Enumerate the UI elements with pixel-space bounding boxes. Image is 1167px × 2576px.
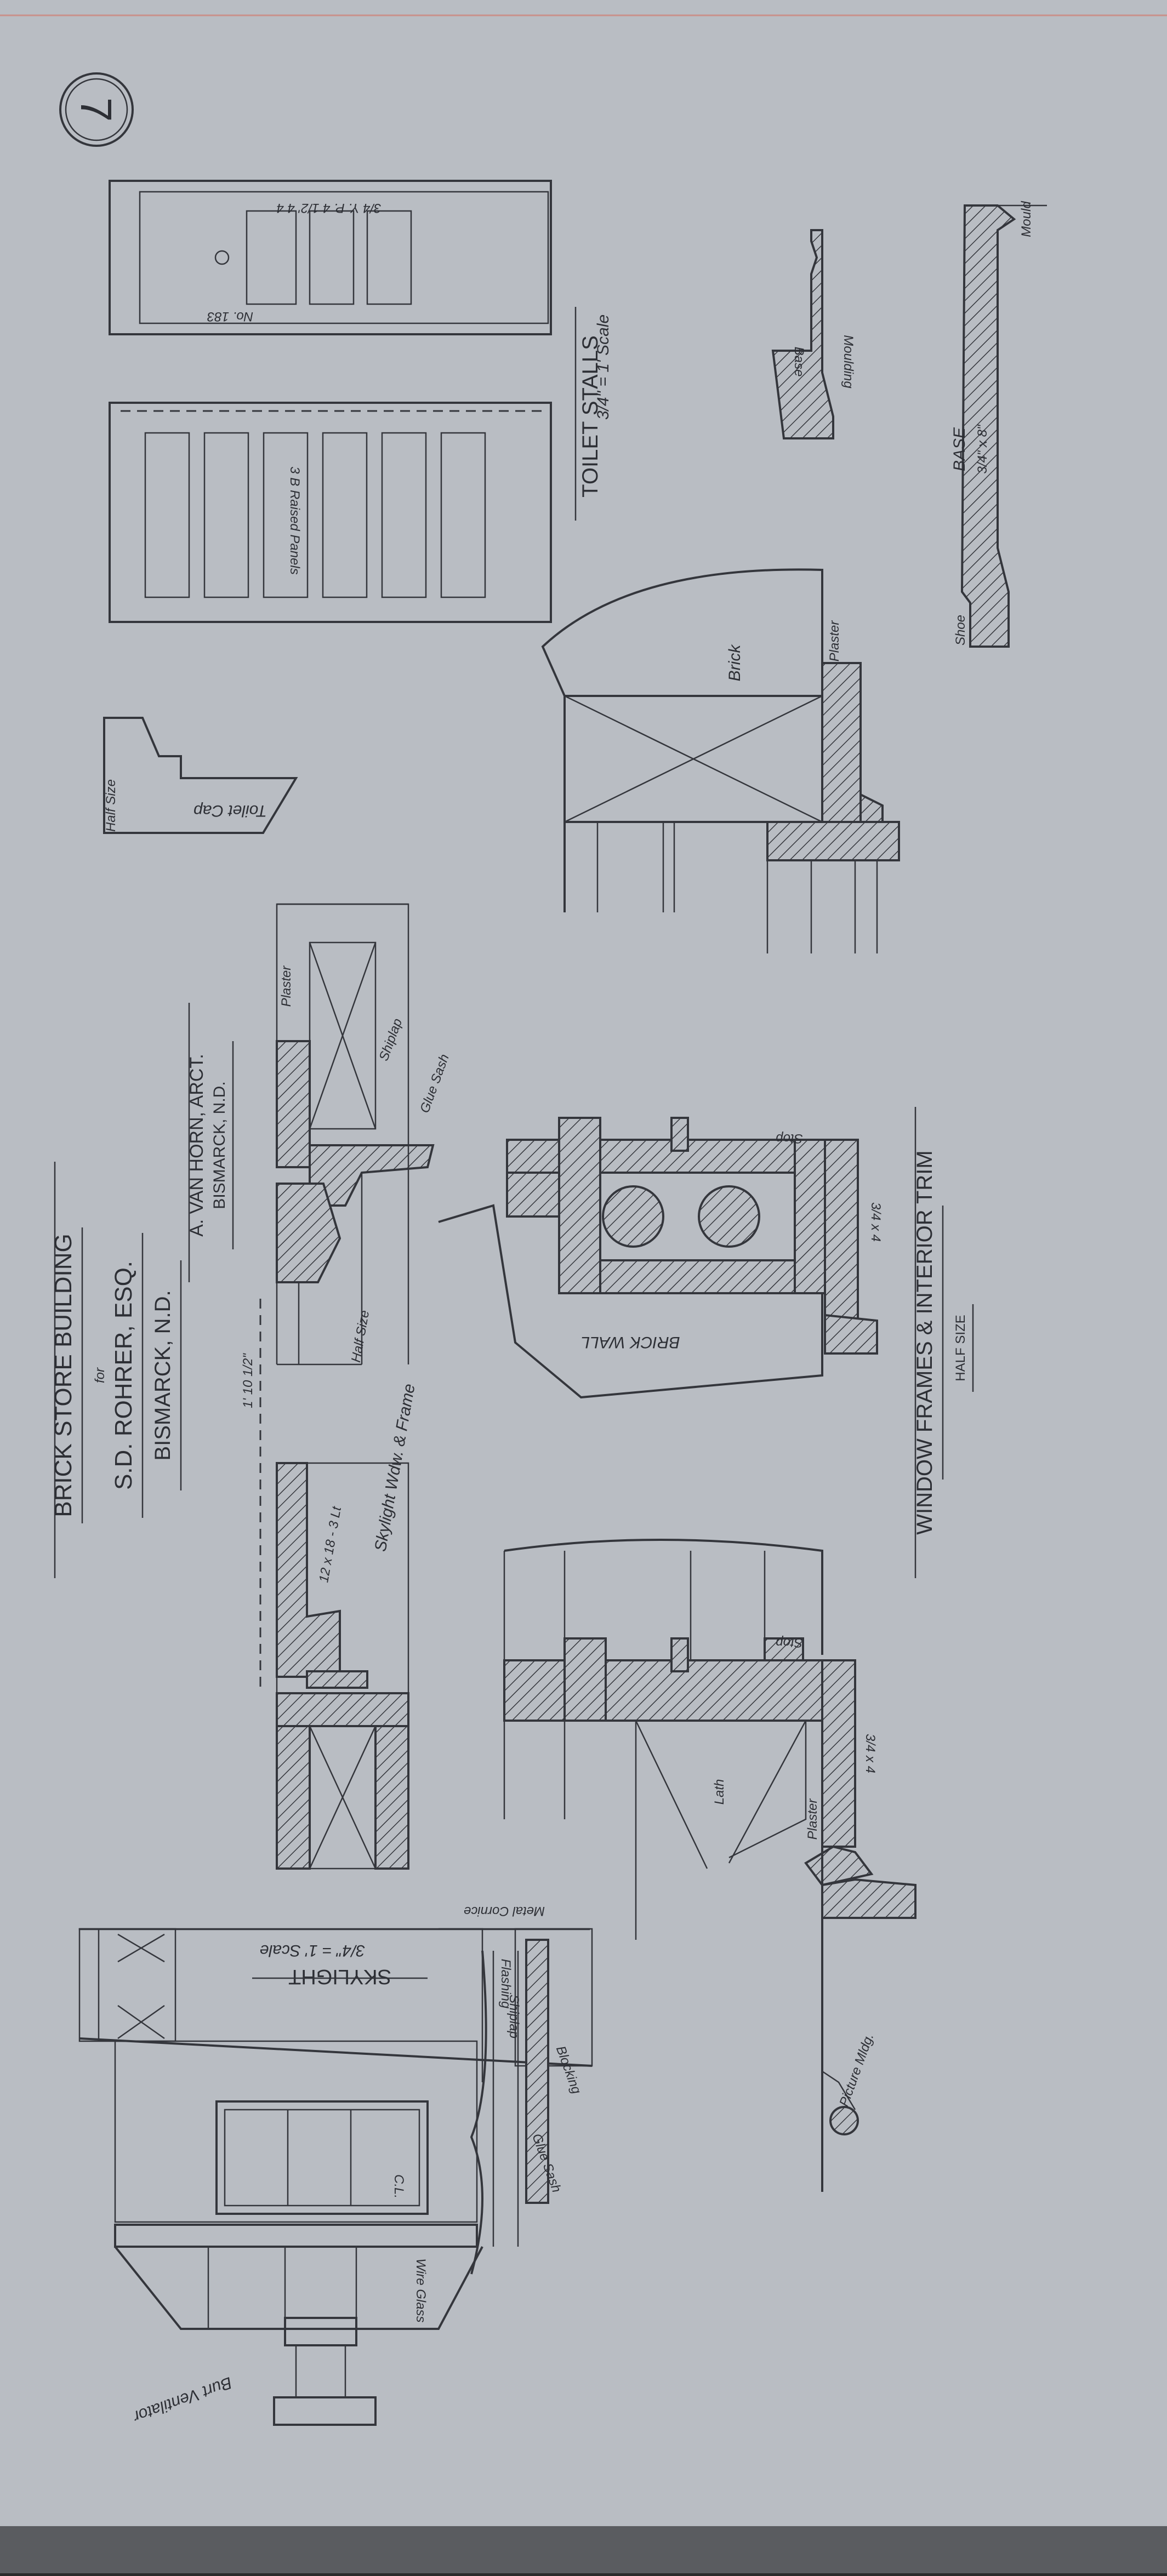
skylight-frame-title: Skylight Wdw. & Frame (371, 1383, 418, 1553)
dimension-1-10: 1' 10 1/2" (241, 1353, 255, 1408)
window-head-detail: Brick Plaster (541, 568, 900, 953)
stall-door-note-2: No. 183 (207, 309, 253, 324)
toilet-stalls-title: TOILET STALLS (578, 335, 602, 498)
toilet-stall-elevations: 3/4 Y. P. 4 1/2' 4 4 No. 183 3 B Raised … (109, 180, 612, 623)
picture-mould-label: Picture Mldg. (836, 2031, 876, 2109)
plaster-label-3: Plaster (805, 1798, 820, 1840)
toilet-cap-size: Half Size (104, 779, 118, 832)
base-bottom-size: Shoe (953, 615, 968, 646)
title-architect-city: BISMARCK, N.D. (210, 1081, 229, 1209)
lath-label: Lath (712, 1779, 727, 1805)
shiplap-label-2: Shiplap (506, 1995, 521, 2038)
window-frame-section-lower: Lath Plaster Picture Mldg. Stop 3/4 x 4 (503, 1539, 916, 2192)
moulding-note-2: Base (792, 347, 806, 377)
cl-label: C.L. (391, 2174, 406, 2198)
title-location: BISMARCK, N.D. (151, 1290, 175, 1460)
title-client: S.D. ROHRER, ESQ. (110, 1261, 137, 1490)
base-size: 3/4" x 8" (975, 424, 990, 474)
ventilator-label: Burt Ventilator (130, 2373, 235, 2426)
skylight-window-frame-section: Plaster Shiplap Glue Sash Skylight Wdw. … (241, 903, 452, 1870)
toilet-cap-detail: Toilet Cap Half Size (103, 717, 298, 834)
brick-wall-label: BRICK WALL (580, 1333, 680, 1351)
shiplap-label: Shiplap (377, 1016, 406, 1063)
title-block: BRICK STORE BUILDING for S.D. ROHRER, ES… (50, 1003, 234, 1578)
window-frames-title-block: WINDOW FRAMES & INTERIOR TRIM HALF SIZE (913, 1107, 974, 1578)
sheet-number-badge: 7 (59, 72, 134, 147)
base-detail: BASE 3/4" x 8" Mould Shoe (950, 201, 1047, 648)
window-frames-title: WINDOW FRAMES & INTERIOR TRIM (913, 1150, 937, 1534)
plaster-label-2: Plaster (279, 966, 294, 1007)
stop-label-2: Stop (776, 1635, 802, 1650)
skylight-scale: 3/4" = 1' Scale (260, 1941, 365, 1960)
glue-sash-label: Glue Sash (417, 1052, 452, 1115)
wire-glass-label: Wire Glass (413, 2258, 428, 2322)
skylight-title: SKYLIGHT (288, 1965, 391, 1988)
skylight-dim-note: 12 x 18 - 3 Lt (316, 1505, 344, 1584)
flashing-label: Flashing (498, 1959, 513, 2009)
sheet-shadow (0, 2526, 1167, 2573)
dim-label-2: 3/4 x 4 (863, 1734, 878, 1773)
title-for: for (93, 1367, 107, 1383)
moulding-detail: Moulding Base (771, 229, 856, 439)
title-building: BRICK STORE BUILDING (50, 1233, 77, 1517)
skylight-section: SKYLIGHT 3/4" = 1' Scale Metal Cornice F… (78, 1904, 593, 2426)
sheet-number: 7 (72, 98, 121, 122)
base-label: BASE (950, 427, 969, 471)
plaster-label-1: Plaster (827, 620, 842, 662)
skylight-frame-scale: Half Size (349, 1309, 372, 1363)
window-frames-scale: HALF SIZE (953, 1315, 968, 1381)
moulding-note: Moulding (841, 335, 856, 389)
stop-label-1: Stop (776, 1131, 802, 1146)
base-top-size: Mould (1019, 201, 1034, 237)
raised-panels-note: 3 B Raised Panels (287, 466, 302, 574)
dim-label-1: 3/4 x 4 (868, 1202, 883, 1242)
toilet-stalls-scale: 3/4" = 1' Scale (594, 315, 612, 420)
toilet-cap-label: Toilet Cap (193, 802, 267, 820)
blocking-label: Blocking (553, 2044, 584, 2096)
title-architect: A. VAN HORN, ARCT. (186, 1054, 207, 1237)
window-frame-section-upper: BRICK WALL Stop 3/4 x 4 (438, 1117, 883, 1399)
metal-cornice-label: Metal Cornice (464, 1904, 545, 1918)
brick-label: Brick (726, 644, 744, 682)
stall-door-note-1: 3/4 Y. P. 4 1/2' 4 4 (277, 201, 382, 215)
